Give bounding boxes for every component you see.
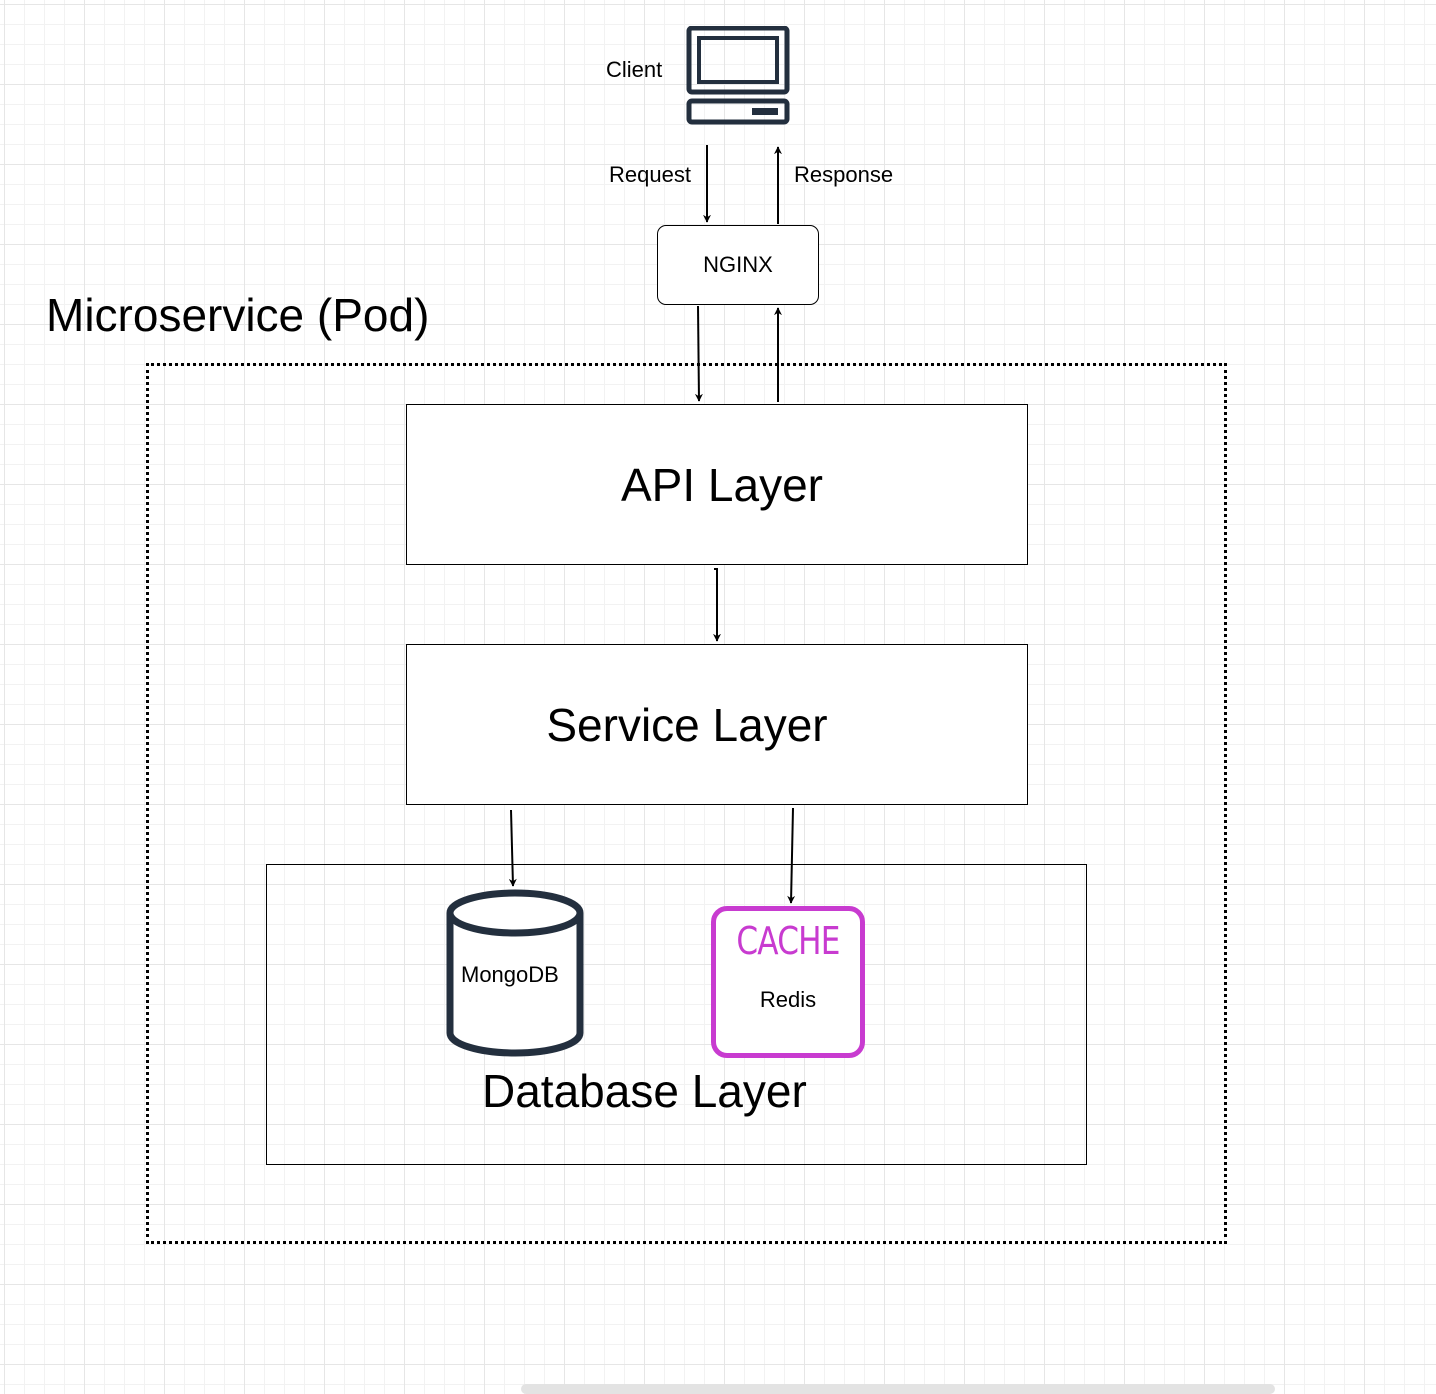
client-label: Client	[606, 57, 663, 82]
database-layer-label: Database Layer	[482, 1065, 807, 1117]
service-layer-label: Service Layer	[546, 698, 828, 751]
api-layer-label: API Layer	[621, 458, 823, 511]
mongodb-label: MongoDB	[461, 962, 559, 987]
nginx-label: NGINX	[703, 252, 773, 277]
desktop-computer-icon[interactable]	[686, 26, 790, 126]
nginx-node[interactable]: NGINX	[657, 225, 819, 305]
request-label: Request	[609, 162, 691, 187]
database-cylinder-icon[interactable]	[445, 887, 585, 1063]
service-layer-box[interactable]: Service Layer	[406, 644, 1028, 805]
microservice-pod-container[interactable]	[146, 363, 1227, 1244]
api-layer-box[interactable]: API Layer	[406, 404, 1028, 565]
cache-title: CACHE	[736, 919, 840, 963]
redis-label: Redis	[759, 987, 817, 1012]
redis-cache-node[interactable]: CACHE Redis	[711, 906, 865, 1058]
horizontal-scrollbar[interactable]	[521, 1384, 1275, 1394]
response-label: Response	[794, 162, 894, 187]
database-layer-box[interactable]	[266, 864, 1087, 1165]
pod-title: Microservice (Pod)	[46, 289, 430, 341]
